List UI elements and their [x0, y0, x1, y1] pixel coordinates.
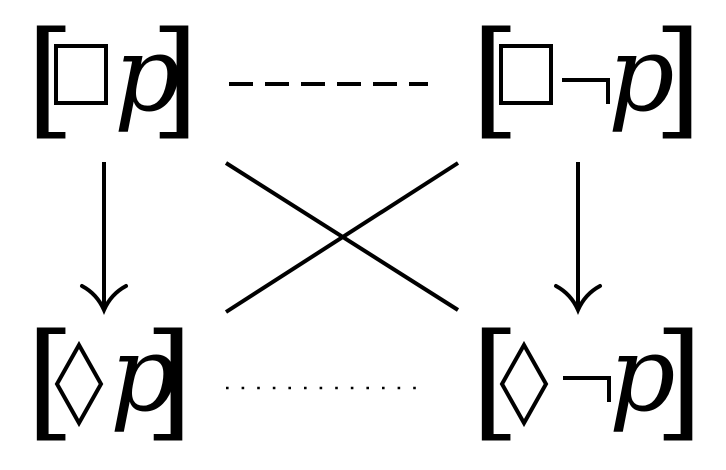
open-bracket: [ [471, 307, 520, 454]
variable-p: p [114, 13, 181, 135]
negation-icon [562, 78, 610, 104]
variable-p: p [608, 13, 675, 135]
close-bracket: ] [144, 307, 193, 454]
close-bracket: ] [654, 307, 703, 454]
diamond-operator-icon [499, 340, 549, 428]
open-bracket: [ [471, 5, 520, 152]
corner-possibly-not-p: [ p ] [471, 307, 703, 454]
open-bracket: [ [26, 5, 75, 152]
left-down-arrow-icon [80, 162, 128, 315]
open-bracket: [ [26, 307, 75, 454]
variable-p: p [110, 313, 177, 435]
diagonal-line-up [224, 161, 460, 314]
close-bracket: ] [150, 5, 199, 152]
right-down-arrow-icon [554, 162, 602, 315]
negation-icon [563, 376, 611, 402]
variable-p: p [609, 313, 676, 435]
close-bracket: ] [653, 5, 702, 152]
corner-necessarily-not-p: [ p ] [471, 5, 702, 152]
box-operator-icon [499, 44, 553, 105]
box-operator-icon [54, 44, 108, 105]
diamond-operator-icon [54, 340, 104, 428]
corner-necessarily-p: [ p ] [26, 5, 199, 152]
corner-possibly-p: [ p ] [26, 307, 193, 454]
